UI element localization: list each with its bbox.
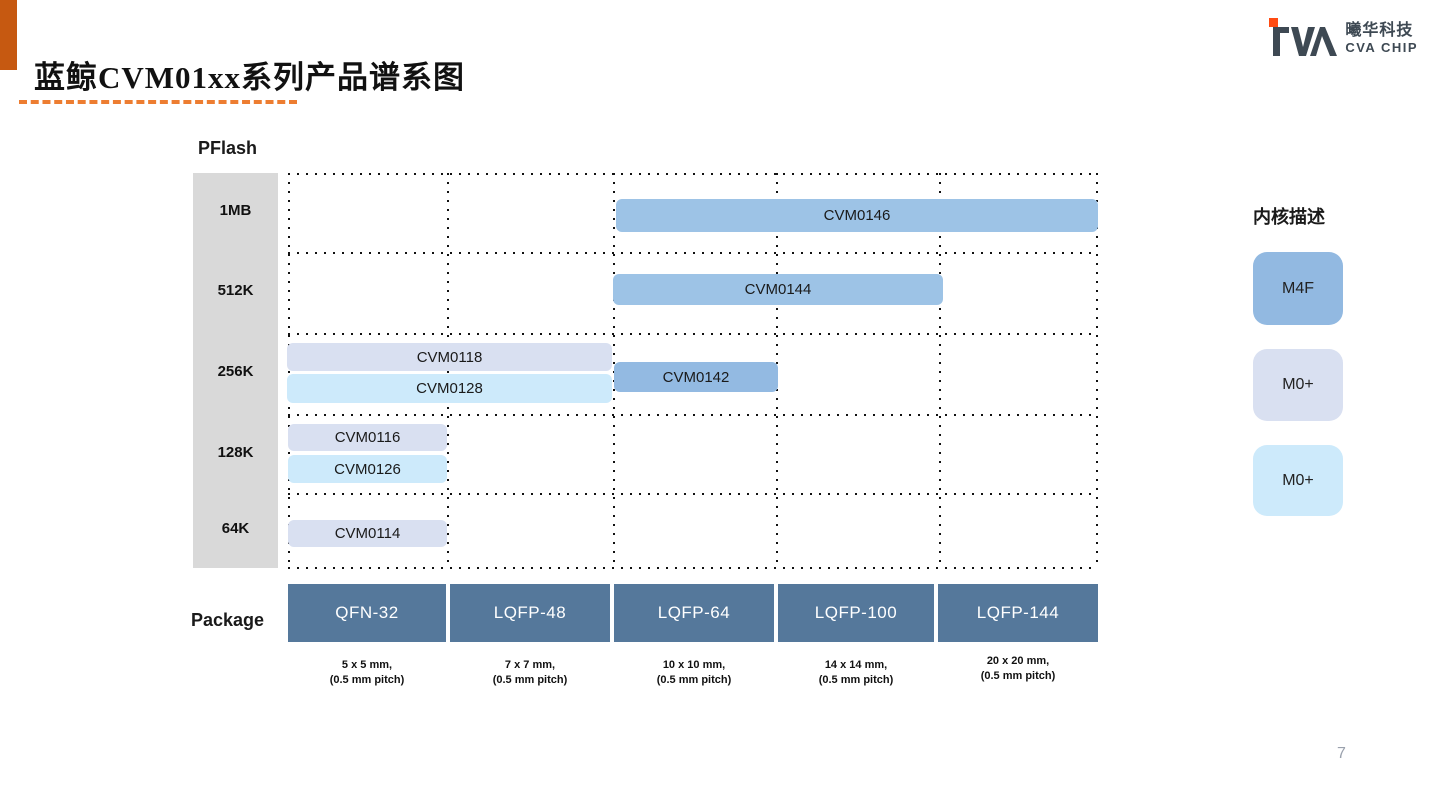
product-bar-cvm0146: CVM0146 xyxy=(616,199,1098,232)
product-bar-cvm0116: CVM0116 xyxy=(288,424,447,451)
company-name-en: CVA CHIP xyxy=(1345,40,1418,55)
package-dim-qfn32: 5 x 5 mm, (0.5 mm pitch) xyxy=(288,658,446,688)
x-axis-title: Package xyxy=(191,610,265,630)
pflash-tick-64k: 64K xyxy=(221,520,250,537)
package-dim-lqfp100: 14 x 14 mm, (0.5 mm pitch) xyxy=(778,658,934,688)
package-size: 5 x 5 mm, xyxy=(341,659,393,671)
company-name-cn: 曦华科技 xyxy=(1345,22,1414,39)
grid-hline xyxy=(288,333,1098,335)
grid-vline xyxy=(939,173,941,568)
package-header-lqfp64: LQFP-64 xyxy=(614,584,774,642)
pflash-tick-1mb: 1MB xyxy=(219,202,252,219)
page-title: 蓝鲸CVM01xx系列产品谱系图 xyxy=(34,60,466,95)
package-pitch: (0.5 mm pitch) xyxy=(818,673,894,686)
package-pitch: (0.5 mm pitch) xyxy=(656,673,732,686)
grid-vline xyxy=(288,173,290,568)
package-header-lqfp100: LQFP-100 xyxy=(778,584,934,642)
grid-hline xyxy=(288,414,1098,416)
cva-logo-icon xyxy=(1267,16,1338,56)
product-bar-cvm0118: CVM0118 xyxy=(287,343,612,371)
legend-item-m4f: M4F xyxy=(1253,252,1343,325)
package-pitch: (0.5 mm pitch) xyxy=(329,673,405,686)
grid-hline xyxy=(288,493,1098,495)
package-dim-lqfp64: 10 x 10 mm, (0.5 mm pitch) xyxy=(614,658,774,688)
product-bar-cvm0142: CVM0142 xyxy=(614,362,778,392)
package-header-lqfp144: LQFP-144 xyxy=(938,584,1098,642)
package-header-qfn32: QFN-32 xyxy=(288,584,446,642)
logo-text: 曦华科技 CVA CHIP xyxy=(1345,16,1418,55)
package-dim-lqfp48: 7 x 7 mm, (0.5 mm pitch) xyxy=(450,658,610,688)
package-pitch: (0.5 mm pitch) xyxy=(980,669,1056,682)
y-axis-title: PFlash xyxy=(198,138,258,158)
title-accent-bar xyxy=(0,0,17,70)
grid-hline xyxy=(288,173,1098,175)
grid-hline xyxy=(288,567,1098,569)
page-number: 7 xyxy=(1337,745,1346,762)
title-dashed-underline xyxy=(19,100,297,104)
grid-hline xyxy=(288,252,1098,254)
package-pitch: (0.5 mm pitch) xyxy=(492,673,568,686)
package-size: 10 x 10 mm, xyxy=(662,659,726,671)
product-bar-cvm0114: CVM0114 xyxy=(288,520,447,547)
package-dim-lqfp144: 20 x 20 mm, (0.5 mm pitch) xyxy=(938,654,1098,684)
pflash-axis-column: 1MB 512K 256K 128K 64K xyxy=(193,173,278,568)
pflash-tick-128k: 128K xyxy=(217,444,254,461)
legend-title: 内核描述 xyxy=(1253,207,1325,227)
package-size: 20 x 20 mm, xyxy=(986,655,1050,667)
package-header-lqfp48: LQFP-48 xyxy=(450,584,610,642)
package-size: 7 x 7 mm, xyxy=(504,659,556,671)
company-logo: 曦华科技 CVA CHIP xyxy=(1267,16,1418,56)
legend-item-m0plus-lavender: M0+ xyxy=(1253,349,1343,421)
product-bar-cvm0144: CVM0144 xyxy=(613,274,943,305)
grid-vline xyxy=(1096,173,1098,568)
pflash-tick-512k: 512K xyxy=(217,282,254,299)
product-bar-cvm0126: CVM0126 xyxy=(288,455,447,483)
package-size: 14 x 14 mm, xyxy=(824,659,888,671)
pflash-tick-256k: 256K xyxy=(217,363,254,380)
product-bar-cvm0128: CVM0128 xyxy=(287,374,612,403)
legend-item-m0plus-cyan: M0+ xyxy=(1253,445,1343,516)
